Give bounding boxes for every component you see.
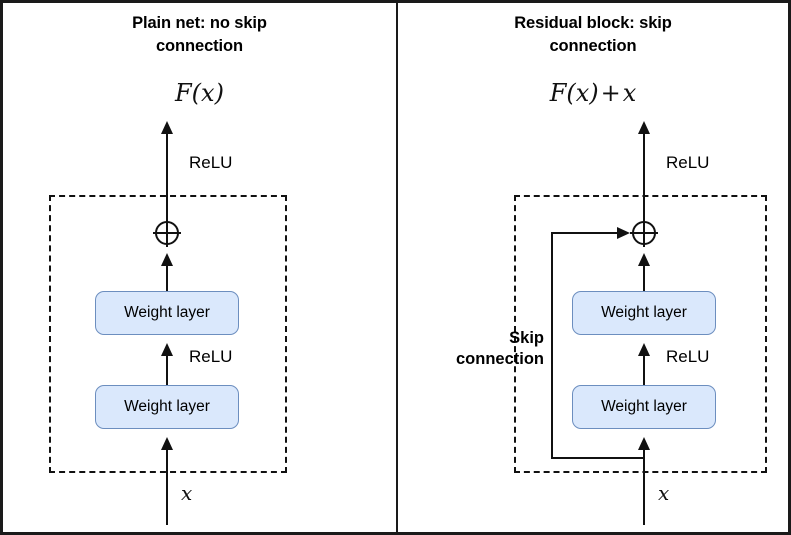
mid-relu-label: ReLU bbox=[189, 347, 233, 366]
residual-output-label: F(x)+x bbox=[398, 79, 788, 107]
residual-block-panel: Residual block: skip connection F(x)+x R… bbox=[396, 3, 788, 532]
output-function-label: F(x) bbox=[175, 79, 224, 107]
input-label: x bbox=[181, 481, 193, 505]
top-relu-label: ReLU bbox=[189, 153, 233, 172]
plain-net-panel: Plain net: no skip connection F(x) ReLU … bbox=[3, 3, 396, 532]
input-arrow-shaft bbox=[643, 449, 645, 525]
output-arrow-shaft bbox=[643, 131, 645, 223]
skip-connection-horizontal bbox=[551, 232, 619, 234]
skip-connection-vertical bbox=[551, 232, 553, 459]
output-function-label: F(x) bbox=[549, 79, 599, 107]
output-identity-label: x bbox=[622, 79, 637, 107]
lower-to-upper-head bbox=[161, 343, 173, 356]
output-arrow-shaft bbox=[166, 131, 168, 223]
plain-net-title: Plain net: no skip connection bbox=[132, 14, 267, 55]
input-arrow-shaft bbox=[166, 449, 168, 525]
upper-weight-layer-label: Weight layer bbox=[124, 304, 210, 321]
sum-node-icon bbox=[630, 219, 658, 247]
output-plus-operator: + bbox=[600, 79, 621, 107]
plain-net-output-label: F(x) bbox=[3, 79, 396, 107]
residual-block-title: Residual block: skip connection bbox=[514, 14, 672, 55]
skip-connection-label: Skip connection bbox=[455, 329, 544, 368]
upper-weight-layer-label: Weight layer bbox=[601, 304, 687, 321]
skip-connection-arrow-head bbox=[617, 227, 630, 239]
lower-to-upper-head bbox=[638, 343, 650, 356]
input-arrow-head bbox=[161, 437, 173, 450]
output-arrow-head bbox=[161, 121, 173, 134]
skip-connection-branch bbox=[551, 457, 645, 459]
output-arrow-head bbox=[638, 121, 650, 134]
upper-to-sum-head bbox=[161, 253, 173, 266]
plain-block-boundary bbox=[49, 195, 287, 473]
lower-weight-layer-label: Weight layer bbox=[601, 398, 687, 415]
upper-weight-layer[interactable]: Weight layer bbox=[572, 291, 716, 335]
lower-to-upper-shaft bbox=[166, 355, 168, 387]
input-label: x bbox=[658, 481, 670, 505]
upper-to-sum-shaft bbox=[166, 265, 168, 291]
lower-weight-layer-label: Weight layer bbox=[124, 398, 210, 415]
residual-block-boundary bbox=[514, 195, 767, 473]
upper-to-sum-head bbox=[638, 253, 650, 266]
mid-relu-label: ReLU bbox=[666, 347, 710, 366]
lower-weight-layer[interactable]: Weight layer bbox=[95, 385, 239, 429]
input-arrow-head bbox=[638, 437, 650, 450]
lower-to-upper-shaft bbox=[643, 355, 645, 387]
upper-to-sum-shaft bbox=[643, 265, 645, 291]
top-relu-label: ReLU bbox=[666, 153, 710, 172]
lower-weight-layer[interactable]: Weight layer bbox=[572, 385, 716, 429]
upper-weight-layer[interactable]: Weight layer bbox=[95, 291, 239, 335]
sum-node-icon bbox=[153, 219, 181, 247]
